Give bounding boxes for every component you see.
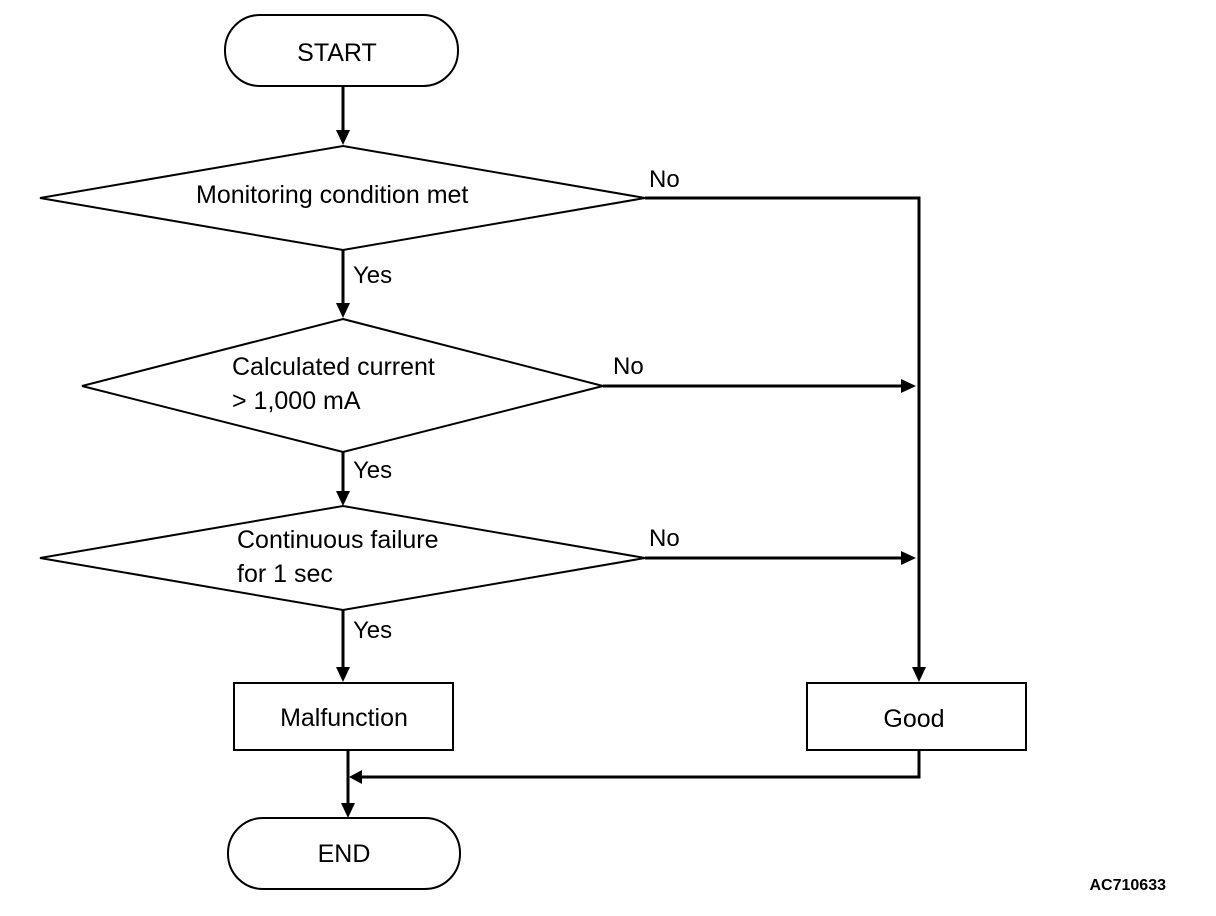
malfunction-box: Malfunction (233, 682, 454, 751)
end-label: END (318, 840, 371, 868)
decision-failure-label-line1: Continuous failure (237, 526, 439, 554)
decision-calculated-current: Calculated current > 1,000 mA (81, 317, 604, 454)
connector-monitoring-no (645, 196, 921, 667)
arrowhead (901, 379, 916, 393)
arrowhead (336, 491, 350, 506)
arrowhead (336, 303, 350, 318)
decision-current-label-line2: > 1,000 mA (232, 387, 361, 415)
connector-good-to-end (362, 750, 921, 779)
decision-failure-label-line2: for 1 sec (237, 560, 333, 588)
arrowhead (341, 803, 355, 818)
failure-no-label: No (649, 525, 680, 552)
current-yes-label: Yes (353, 457, 392, 484)
end-terminal: END (227, 817, 461, 890)
monitoring-no-label: No (649, 166, 680, 193)
arrowhead (336, 130, 350, 145)
current-no-label: No (613, 353, 644, 380)
arrowhead (901, 551, 916, 565)
arrowhead (912, 667, 926, 682)
good-label: Good (883, 705, 944, 733)
decision-monitoring-label: Monitoring condition met (196, 181, 468, 209)
decision-current-label-line1: Calculated current (232, 353, 435, 381)
decision-continuous-failure: Continuous failure for 1 sec (39, 504, 646, 612)
malfunction-label: Malfunction (280, 704, 408, 732)
start-label: START (297, 39, 377, 67)
good-box: Good (806, 682, 1027, 751)
failure-yes-label: Yes (353, 617, 392, 644)
connectors (336, 86, 926, 818)
figure-code: AC710633 (1090, 877, 1167, 894)
arrowhead (349, 770, 362, 784)
arrowhead (336, 667, 350, 682)
decision-monitoring-condition: Monitoring condition met (39, 144, 646, 252)
start-terminal: START (224, 14, 459, 87)
monitoring-yes-label: Yes (353, 262, 392, 289)
